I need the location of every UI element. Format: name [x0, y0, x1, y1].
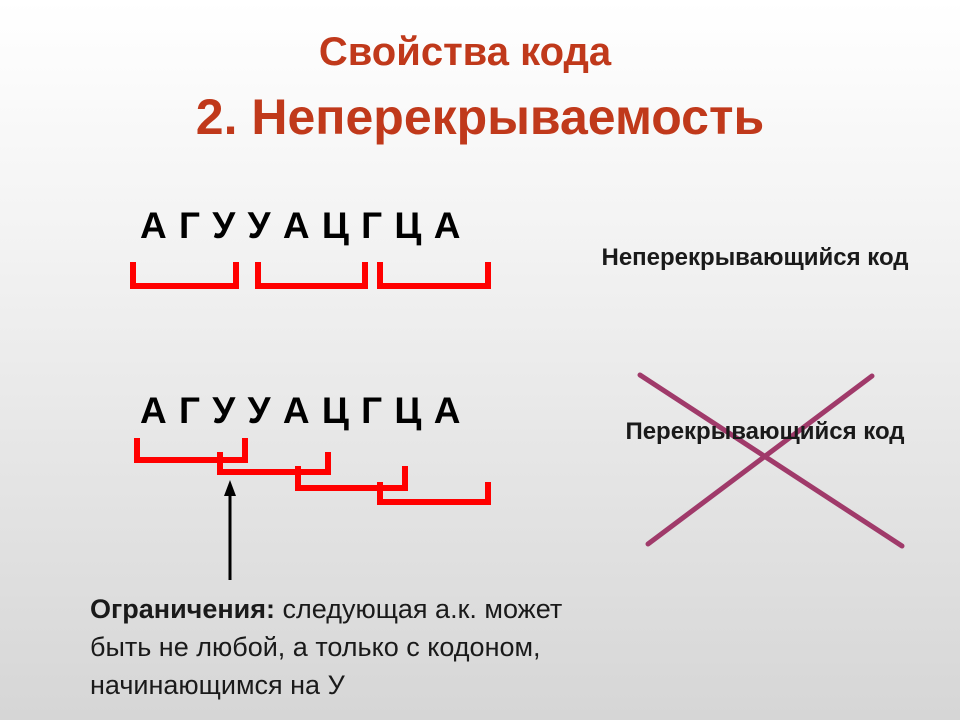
note-text: следующая а.к. может быть не любой, а то…: [90, 594, 563, 700]
overlap-bracket-3: [295, 466, 408, 491]
codon-bracket-2: [255, 262, 368, 289]
restriction-note: Ограничения: следующая а.к. может быть н…: [90, 590, 610, 704]
sequence-nonoverlapping: А Г У У А Ц Г Ц А: [140, 205, 462, 246]
slide-subtitle: 2. Неперекрываемость: [195, 89, 765, 145]
overlap-bracket-2: [217, 452, 331, 475]
codon-bracket-3: [377, 262, 491, 289]
slide-title: Свойства кода: [318, 30, 612, 74]
arrow-up-icon: [224, 480, 236, 580]
overlap-bracket-1: [134, 438, 248, 463]
label-nonoverlapping-code: Неперекрывающийся код: [601, 244, 909, 271]
cross-out-icon: [637, 372, 905, 549]
sequence-overlapping: А Г У У А Ц Г Ц А: [140, 390, 462, 431]
overlap-bracket-4: [377, 482, 491, 505]
codon-bracket-1: [130, 262, 239, 289]
label-overlapping-code: Перекрывающийся код: [625, 418, 905, 445]
note-heading: Ограничения:: [90, 594, 276, 624]
nonoverlap-brackets: [130, 262, 491, 289]
overlap-brackets: [134, 438, 491, 505]
